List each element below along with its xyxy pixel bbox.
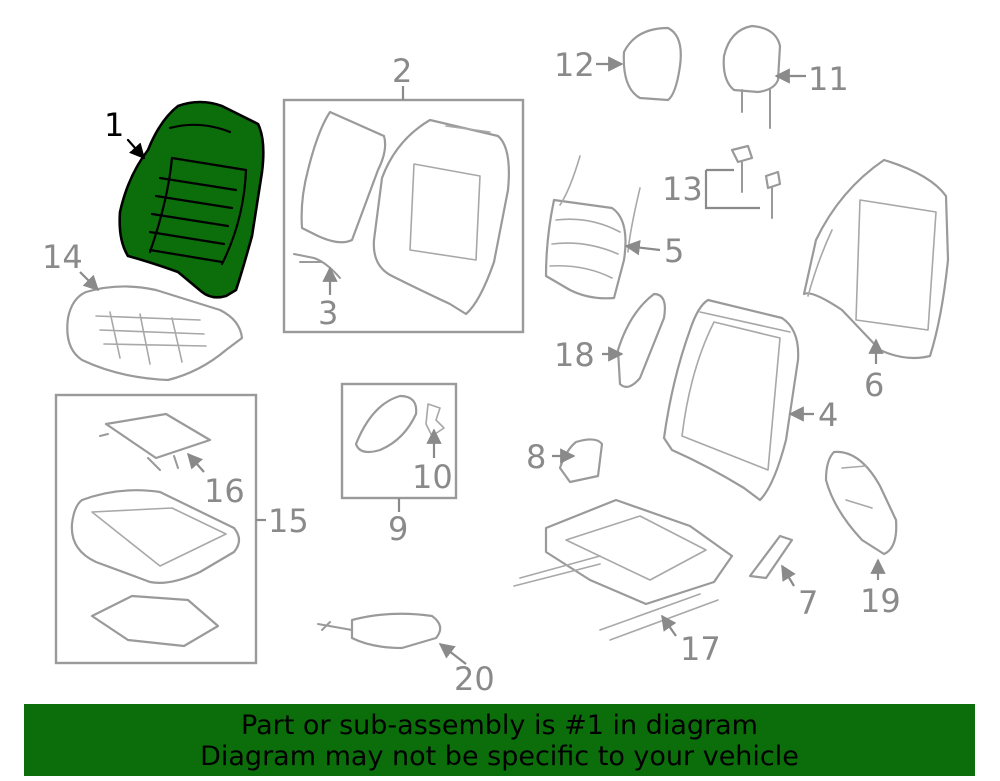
banner-line-2: Diagram may not be specific to your vehi… [200, 741, 799, 772]
part-17-seat-track[interactable] [513, 498, 734, 641]
part-20-wiring-harness[interactable] [317, 612, 442, 650]
callout-11[interactable]: 11 [808, 60, 849, 98]
part-15-cushion-assembly[interactable] [70, 489, 241, 648]
part-9-recliner-handle[interactable] [354, 394, 445, 454]
callout-16[interactable]: 16 [204, 472, 245, 510]
part-1-seat-back-cover[interactable] [118, 100, 265, 299]
part-8-trim-cover[interactable] [558, 438, 604, 484]
callout-labels: 1 2 3 4 5 6 7 8 9 10 11 12 13 14 15 16 1… [42, 46, 901, 698]
leader-lines [79, 56, 886, 665]
callout-17[interactable]: 17 [680, 630, 721, 668]
banner-line-1: Part or sub-assembly is #1 in diagram [241, 710, 758, 741]
part-14-cushion[interactable] [66, 285, 244, 382]
part-11-headrest[interactable] [722, 24, 782, 129]
part-16-heater-pad[interactable] [99, 412, 212, 471]
part-6-back-frame-cover[interactable] [802, 158, 950, 360]
callout-7[interactable]: 7 [798, 584, 818, 622]
part-12-headrest[interactable] [622, 26, 682, 102]
callout-14[interactable]: 14 [42, 238, 83, 276]
callout-15[interactable]: 15 [268, 502, 309, 540]
callout-6[interactable]: 6 [864, 366, 884, 404]
part-19-side-shield[interactable] [824, 450, 898, 556]
part-2-back-panel[interactable] [293, 110, 510, 316]
part-4-seat-back-frame[interactable] [662, 298, 800, 502]
group-15-box [54, 393, 258, 665]
callout-12[interactable]: 12 [554, 46, 595, 84]
part-5-lumbar[interactable] [544, 155, 641, 300]
info-banner: Part or sub-assembly is #1 in diagram Di… [24, 704, 975, 776]
part-7-trim-strip[interactable] [748, 534, 794, 580]
callout-4[interactable]: 4 [818, 396, 838, 434]
callout-1[interactable]: 1 [104, 106, 124, 144]
callout-20[interactable]: 20 [454, 660, 495, 698]
callout-3[interactable]: 3 [318, 294, 338, 332]
callout-10[interactable]: 10 [412, 458, 453, 496]
callout-2[interactable]: 2 [392, 52, 412, 90]
callout-9[interactable]: 9 [388, 510, 408, 548]
callout-13[interactable]: 13 [662, 170, 703, 208]
part-18-side-bolster[interactable] [616, 292, 666, 388]
callout-18[interactable]: 18 [554, 336, 595, 374]
callout-19[interactable]: 19 [860, 582, 901, 620]
callout-5[interactable]: 5 [664, 232, 684, 270]
callout-8[interactable]: 8 [526, 438, 546, 476]
part-13-headrest-guides[interactable] [704, 144, 782, 219]
